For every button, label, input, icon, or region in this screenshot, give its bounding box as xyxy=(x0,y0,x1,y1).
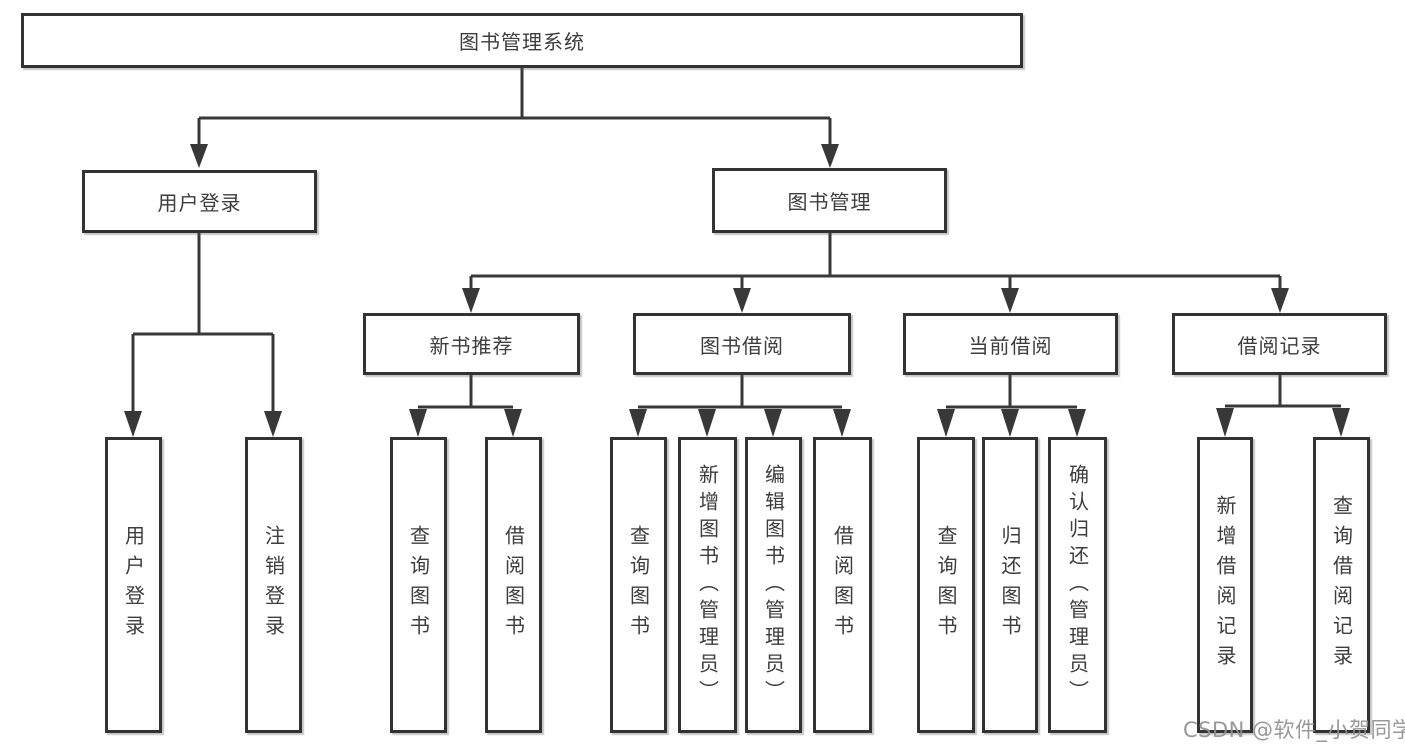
node-leaf-add-borrow-record: 新增借阅记录 xyxy=(1197,437,1253,733)
node-leaf-return-books: 归还图书 xyxy=(982,437,1038,733)
node-label: 新增图书（管理员） xyxy=(695,463,720,707)
node-label: 图书管理 xyxy=(787,190,872,214)
node-leaf-add-book-admin: 新增图书（管理员） xyxy=(678,437,737,733)
node-label: 当前借阅 xyxy=(968,333,1053,358)
node-new-book-recommendation: 新书推荐 xyxy=(363,313,580,375)
node-label: 图书管理系统 xyxy=(459,30,585,54)
node-label: 借阅图书 xyxy=(830,525,855,645)
node-label: 查询图书 xyxy=(626,525,651,645)
node-label: 确认归还（管理员） xyxy=(1065,463,1090,707)
node-label: 图书借阅 xyxy=(700,333,784,358)
node-current-borrowing: 当前借阅 xyxy=(903,313,1118,375)
node-leaf-query-borrow-record: 查询借阅记录 xyxy=(1313,437,1370,733)
node-book-management: 图书管理 xyxy=(712,168,947,233)
node-label: 新增借阅记录 xyxy=(1213,495,1237,675)
node-leaf-query-books-1: 查询图书 xyxy=(390,437,447,733)
node-label: 新书推荐 xyxy=(429,333,514,358)
node-borrowing-records: 借阅记录 xyxy=(1172,313,1387,375)
node-label: 归还图书 xyxy=(998,525,1022,645)
node-label: 查询借阅记录 xyxy=(1329,495,1354,675)
node-label: 借阅记录 xyxy=(1237,333,1322,358)
node-user-login: 用户登录 xyxy=(82,170,317,233)
node-leaf-query-books-3: 查询图书 xyxy=(917,437,975,733)
node-leaf-borrow-books-2: 借阅图书 xyxy=(813,437,872,733)
node-leaf-confirm-return-admin: 确认归还（管理员） xyxy=(1048,437,1107,733)
node-leaf-query-books-2: 查询图书 xyxy=(610,437,667,733)
node-leaf-edit-book-admin: 编辑图书（管理员） xyxy=(745,437,802,733)
node-label: 借阅图书 xyxy=(501,525,526,645)
node-leaf-logout: 注销登录 xyxy=(245,437,302,733)
watermark: CSDN @软件_小贺同学 xyxy=(1183,718,1405,742)
node-library-management-system: 图书管理系统 xyxy=(21,13,1023,68)
node-label: 用户登录 xyxy=(157,191,242,215)
node-label: 用户登录 xyxy=(121,525,146,645)
node-label: 编辑图书（管理员） xyxy=(761,463,786,707)
node-leaf-borrow-books-1: 借阅图书 xyxy=(485,437,542,733)
node-label: 注销登录 xyxy=(261,525,286,645)
node-label: 查询图书 xyxy=(934,525,958,645)
node-leaf-user-login: 用户登录 xyxy=(105,437,162,733)
node-book-borrowing: 图书借阅 xyxy=(633,313,851,375)
node-label: 查询图书 xyxy=(406,525,431,645)
